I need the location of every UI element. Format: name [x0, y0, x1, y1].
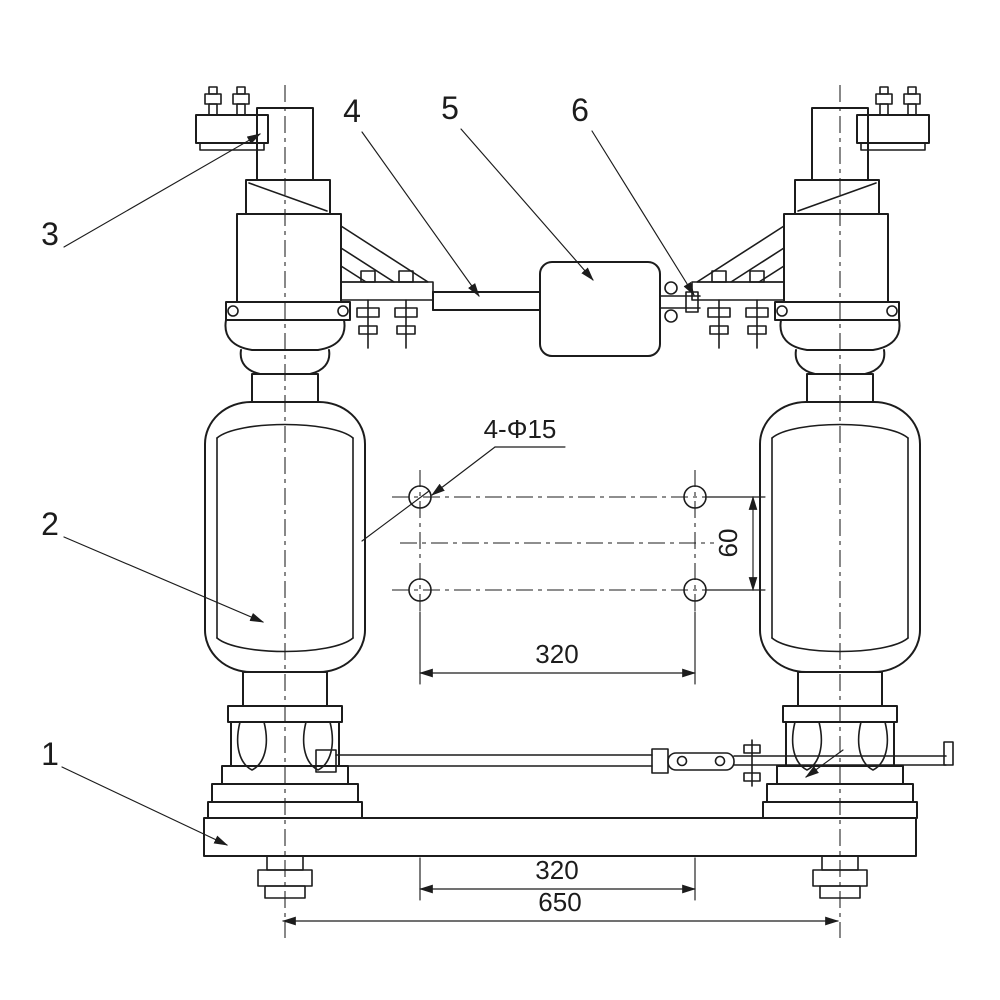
hole-leader	[431, 446, 496, 496]
callout-1-label: 1	[41, 736, 59, 772]
arc-chamber-box	[539, 261, 661, 357]
upper-housing	[236, 213, 342, 303]
leader-2	[63, 536, 265, 623]
mounting-holes	[408, 485, 707, 602]
callout-3-label: 3	[41, 216, 59, 252]
hole-spacing-label: 320	[535, 639, 578, 669]
operating-rod	[315, 739, 954, 787]
rod-end-hook	[943, 741, 954, 766]
dimension-lines	[281, 446, 840, 926]
left-insulator-column	[195, 86, 434, 899]
right-insulator-column	[691, 86, 930, 899]
callout-labels: 1 2 3 4 5 6	[41, 90, 589, 772]
leader-4	[361, 131, 480, 297]
mounting-hole	[408, 578, 432, 602]
callout-6-label: 6	[571, 92, 589, 128]
base-spacing-label: 320	[535, 855, 578, 885]
dimension-labels: 4-Φ15 60 320 320 650	[484, 414, 743, 917]
head-cap	[245, 179, 331, 215]
leader-5	[460, 128, 594, 281]
overall-width-label: 650	[538, 887, 581, 917]
callout-leaders	[61, 128, 695, 846]
mounting-hole	[683, 578, 707, 602]
leader-3	[63, 133, 262, 248]
base-channel	[203, 817, 917, 857]
callout-4-label: 4	[343, 93, 361, 129]
callout-5-label: 5	[441, 90, 459, 126]
gusset-bracket	[340, 225, 434, 301]
contact-connector	[659, 281, 701, 323]
callout-2-label: 2	[41, 506, 59, 542]
linkage-pointer	[805, 749, 844, 778]
leader-1	[61, 766, 229, 846]
clevis-link	[667, 752, 735, 771]
drive-rod	[432, 291, 541, 311]
leader-6	[591, 130, 695, 296]
clamp-band	[225, 301, 351, 321]
row-spacing-label: 60	[713, 529, 743, 558]
holes-spec-label: 4-Φ15	[484, 414, 557, 444]
pedestal	[207, 765, 363, 819]
mounting-hole	[408, 485, 432, 509]
contact-bolts	[356, 270, 418, 349]
switch-assembly	[432, 261, 701, 357]
terminal-bolts	[204, 86, 250, 116]
bottom-stud	[257, 855, 313, 899]
mounting-hole	[683, 485, 707, 509]
centerlines	[284, 85, 841, 938]
